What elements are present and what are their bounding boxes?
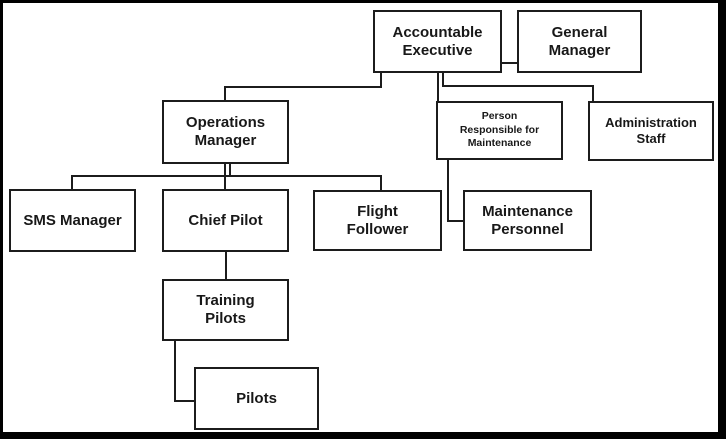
connector-accountable-operations-run (224, 86, 382, 88)
node-label: Chief Pilot (188, 211, 263, 229)
node-label: Pilots (236, 389, 277, 407)
frame-border-right (718, 0, 726, 439)
node-label: Operations Manager (185, 114, 266, 149)
node-chief-pilot: Chief Pilot (162, 189, 289, 252)
connector-accountable-general (500, 62, 519, 64)
node-label: Administration Staff (605, 114, 697, 146)
connector-bus-flight-drop (380, 175, 382, 192)
node-label: Maintenance Personnel (482, 202, 573, 238)
connector-accountable-operations-down (224, 86, 226, 102)
connector-bus-sms-drop (71, 175, 73, 191)
node-maintenance-personnel: Maintenance Personnel (463, 190, 592, 251)
node-label: SMS Manager (23, 211, 122, 229)
connector-maintenance-personnel-drop (447, 160, 449, 222)
node-pilots: Pilots (194, 367, 319, 430)
connector-training-pilots-run (174, 400, 196, 402)
node-label: Flight Follower (346, 202, 409, 238)
connector-accountable-maintenance-resp (437, 73, 439, 103)
connector-operations-bus-drop-b (229, 163, 231, 177)
connector-maintenance-personnel-run (447, 220, 465, 222)
connector-operations-bus (71, 175, 382, 177)
frame-border-bottom (0, 432, 726, 439)
connector-training-pilots-drop (174, 341, 176, 402)
node-label: Person Responsible for Maintenance (459, 110, 540, 150)
node-general-manager: General Manager (517, 10, 642, 73)
node-training-pilots: Training Pilots (162, 279, 289, 341)
node-person-responsible-for-maintenance: Person Responsible for Maintenance (436, 101, 563, 160)
node-accountable-executive: Accountable Executive (373, 10, 502, 73)
node-flight-follower: Flight Follower (313, 190, 442, 251)
node-label: Training Pilots (196, 292, 255, 327)
connector-accountable-admin-drop (442, 73, 444, 87)
connector-accountable-admin-down (592, 85, 594, 103)
frame-border-top (0, 0, 726, 3)
node-operations-manager: Operations Manager (162, 100, 289, 164)
connector-chief-training (225, 252, 227, 280)
connector-accountable-operations-drop (380, 73, 382, 87)
node-administration-staff: Administration Staff (588, 101, 714, 161)
node-sms-manager: SMS Manager (9, 189, 136, 252)
frame-border-left (0, 0, 3, 439)
node-label: General Manager (548, 23, 611, 59)
connector-accountable-admin-run (442, 85, 594, 87)
node-label: Accountable Executive (392, 23, 483, 59)
